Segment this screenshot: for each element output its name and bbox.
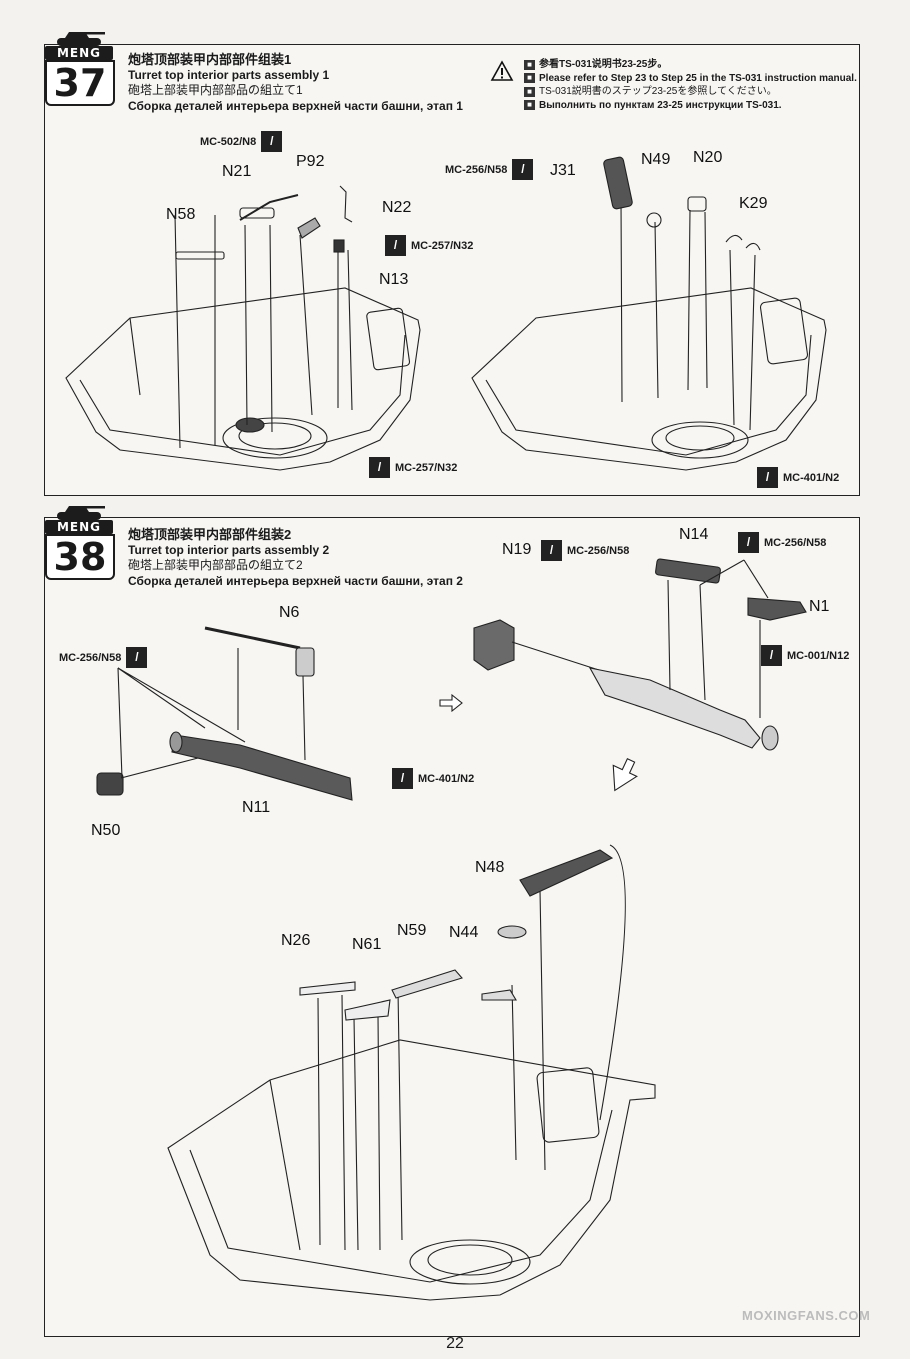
title-ru: Сборка деталей интерьера верхней части б…	[128, 98, 463, 113]
hobby-knife-icon: /	[761, 645, 782, 666]
title-jp: 砲塔上部装甲内部部品の組立て2	[128, 558, 303, 572]
part-label: N14	[679, 526, 709, 543]
flag-icon: ■	[524, 86, 535, 97]
brand-logo: MENG	[45, 46, 113, 60]
part-label: K29	[739, 195, 768, 212]
part-reference: /MC-256/N58	[733, 532, 826, 553]
hobby-knife-icon: /	[738, 532, 759, 553]
step-38-titles: 炮塔顶部装甲内部部件组装2 Turret top interior parts …	[128, 527, 463, 589]
part-label: N22	[382, 199, 412, 216]
title-cn: 炮塔顶部装甲内部部件组装2	[128, 527, 292, 542]
part-label: N19	[502, 541, 532, 558]
part-reference: /MC-401/N2	[387, 768, 474, 789]
part-label: N59	[397, 922, 427, 939]
part-label: N58	[166, 206, 196, 223]
hobby-knife-icon: /	[512, 159, 534, 180]
warning-triangle-icon	[490, 60, 514, 81]
hobby-knife-icon: /	[757, 467, 778, 488]
step-37-titles: 炮塔顶部装甲内部部件组装1 Turret top interior parts …	[128, 52, 463, 114]
part-label: N6	[279, 604, 300, 621]
hobby-knife-icon: /	[369, 457, 390, 478]
tank-logo-icon	[57, 506, 105, 520]
part-reference: /MC-401/N2	[752, 467, 839, 488]
hobby-knife-icon: /	[261, 131, 283, 152]
step-37-panel	[44, 44, 860, 496]
part-label: N13	[379, 271, 409, 288]
part-label: N11	[242, 799, 271, 816]
page-number: 22	[446, 1335, 464, 1352]
title-jp: 砲塔上部装甲内部部品の組立て1	[128, 83, 303, 97]
part-reference: /MC-001/N12	[756, 645, 849, 666]
part-label: P92	[296, 153, 325, 170]
part-reference: MC-502/N8/	[200, 131, 287, 152]
part-label: N48	[475, 859, 505, 876]
note-en: Please refer to Step 23 to Step 25 in th…	[539, 72, 857, 84]
turret-bottom-drawing	[167, 844, 656, 1301]
watermark: MOXINGFANS.COM	[742, 1308, 871, 1323]
note-ru: Выполнить по пунктам 23-25 инструкции TS…	[539, 99, 782, 111]
step-number: 38	[45, 534, 115, 580]
hobby-knife-icon: /	[385, 235, 406, 256]
gun-assembly-drawing	[96, 558, 807, 801]
flag-icon: ■	[524, 100, 535, 111]
tank-logo-icon	[57, 32, 105, 46]
part-label: N50	[91, 822, 121, 839]
part-label: N49	[641, 151, 671, 168]
title-en: Turret top interior parts assembly 2	[128, 542, 330, 557]
part-reference: /MC-256/N58	[536, 540, 629, 561]
step-38-panel	[44, 517, 860, 1337]
step-37-notes: ■ 参看TS-031说明书23-25步。 ■ Please refer to Ste…	[524, 58, 857, 112]
title-en: Turret top interior parts assembly 1	[128, 67, 330, 82]
flag-icon: ■	[524, 59, 535, 70]
part-label: N21	[222, 163, 252, 180]
part-label: N61	[352, 936, 382, 953]
brand-logo: MENG	[45, 520, 113, 534]
part-reference: /MC-257/N32	[380, 235, 473, 256]
flag-icon: ■	[524, 73, 535, 84]
hobby-knife-icon: /	[126, 647, 148, 668]
part-label: J31	[550, 162, 576, 179]
part-reference: MC-256/N58/	[445, 159, 538, 180]
note-cn: 参看TS-031说明书23-25步。	[539, 59, 668, 70]
turret-right-drawing	[471, 156, 827, 471]
part-label: N26	[281, 932, 311, 949]
part-label: N44	[449, 924, 479, 941]
part-reference: MC-256/N58/	[59, 647, 152, 668]
step-number: 37	[45, 60, 115, 106]
part-label: N20	[693, 149, 723, 166]
note-jp: TS-031説明書のステップ23-25を参照してください。	[539, 86, 777, 97]
title-cn: 炮塔顶部装甲内部部件组装1	[128, 52, 292, 67]
hobby-knife-icon: /	[541, 540, 562, 561]
hobby-knife-icon: /	[392, 768, 413, 789]
title-ru: Сборка деталей интерьера верхней части б…	[128, 573, 463, 588]
part-reference: /MC-257/N32	[364, 457, 457, 478]
part-label: N1	[809, 598, 830, 615]
turret-left-drawing	[65, 185, 421, 471]
